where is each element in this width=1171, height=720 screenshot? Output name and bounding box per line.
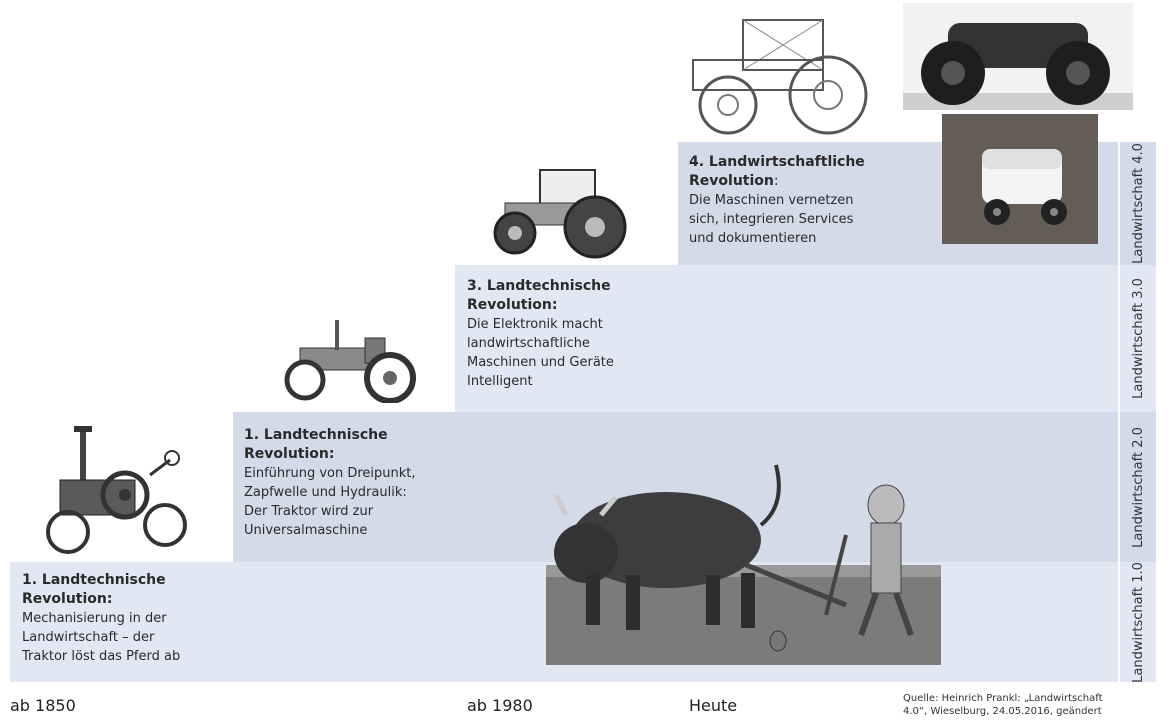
stage-3-title: 3. Landtechnische bbox=[467, 278, 611, 294]
side-label-1-0: Landwirtschaft 1.0 bbox=[1120, 562, 1156, 682]
vintage-tractor-illustration bbox=[284, 320, 416, 403]
side-label-2-0: Landwirtschaft 2.0 bbox=[1120, 412, 1156, 562]
stage-1-desc-2: Landwirtschaft – der bbox=[22, 630, 155, 645]
stage-3-desc-3: Maschinen und Geräte bbox=[467, 355, 614, 370]
stage-4-desc-3: und dokumentieren bbox=[689, 231, 817, 246]
era-label-1850: ab 1850 bbox=[10, 696, 76, 715]
stage-3-desc-1: Die Elektronik macht bbox=[467, 317, 603, 332]
stage-4-desc-2: sich, integrieren Services bbox=[689, 212, 854, 227]
stage-4-title: 4. Landwirtschaftliche bbox=[689, 154, 865, 170]
stage-3-text: 3. Landtechnische Revolution: Die Elektr… bbox=[467, 277, 672, 391]
stage-4-text: 4. Landwirtschaftliche Revolution: Die M… bbox=[689, 153, 899, 248]
stage-3-title-2: Revolution: bbox=[467, 297, 558, 313]
stage-2-title: 1. Landtechnische bbox=[244, 427, 388, 443]
stage-1-desc-1: Mechanisierung in der bbox=[22, 611, 167, 626]
field-robot-photo bbox=[942, 114, 1098, 244]
modern-tractor-illustration bbox=[493, 169, 627, 259]
stage-1-title: 1. Landtechnische bbox=[22, 572, 166, 588]
band-row-3 bbox=[455, 265, 1118, 412]
stage-2-desc-3: Der Traktor wird zur bbox=[244, 504, 374, 519]
stage-4-title-colon: : bbox=[773, 173, 779, 189]
side-label-4-0: Landwirtschaft 4.0 bbox=[1120, 142, 1156, 265]
stage-2-desc-1: Einführung von Dreipunkt, bbox=[244, 466, 416, 481]
stage-4-title-2: Revolution: bbox=[689, 172, 899, 191]
stage-1-desc-3: Traktor löst das Pferd ab bbox=[22, 649, 181, 664]
era-label-1980: ab 1980 bbox=[467, 696, 533, 715]
stage-4-title-word: Revolution bbox=[689, 173, 774, 189]
stage-2-title-2: Revolution: bbox=[244, 446, 335, 462]
stage-2-text: 1. Landtechnische Revolution: Einführung… bbox=[244, 426, 454, 540]
stage-2-desc-2: Zapfwelle und Hydraulik: bbox=[244, 485, 407, 500]
stage-2-desc-4: Universalmaschine bbox=[244, 523, 368, 538]
wireframe-tractor-illustration bbox=[692, 19, 868, 135]
stage-3-desc-4: Intelligent bbox=[467, 374, 533, 389]
source-citation: Quelle: Heinrich Prankl: „Landwirtschaft… bbox=[903, 692, 1171, 718]
source-line-1: Quelle: Heinrich Prankl: „Landwirtschaft bbox=[903, 693, 1103, 704]
era-label-heute: Heute bbox=[689, 696, 738, 715]
side-label-3-0: Landwirtschaft 3.0 bbox=[1120, 265, 1156, 412]
ox-plough-illustration bbox=[546, 464, 941, 665]
stage-3-desc-2: landwirtschaftliche bbox=[467, 336, 590, 351]
steam-tractor-illustration bbox=[46, 426, 187, 554]
stage-4-desc-1: Die Maschinen vernetzen bbox=[689, 193, 854, 208]
source-line-2: 4.0“, Wieselburg, 24.05.2016, geändert bbox=[903, 706, 1102, 717]
autonomous-tractor-photo bbox=[903, 3, 1133, 110]
stage-1-title-2: Revolution: bbox=[22, 591, 113, 607]
stage-1-text: 1. Landtechnische Revolution: Mechanisie… bbox=[22, 571, 227, 666]
